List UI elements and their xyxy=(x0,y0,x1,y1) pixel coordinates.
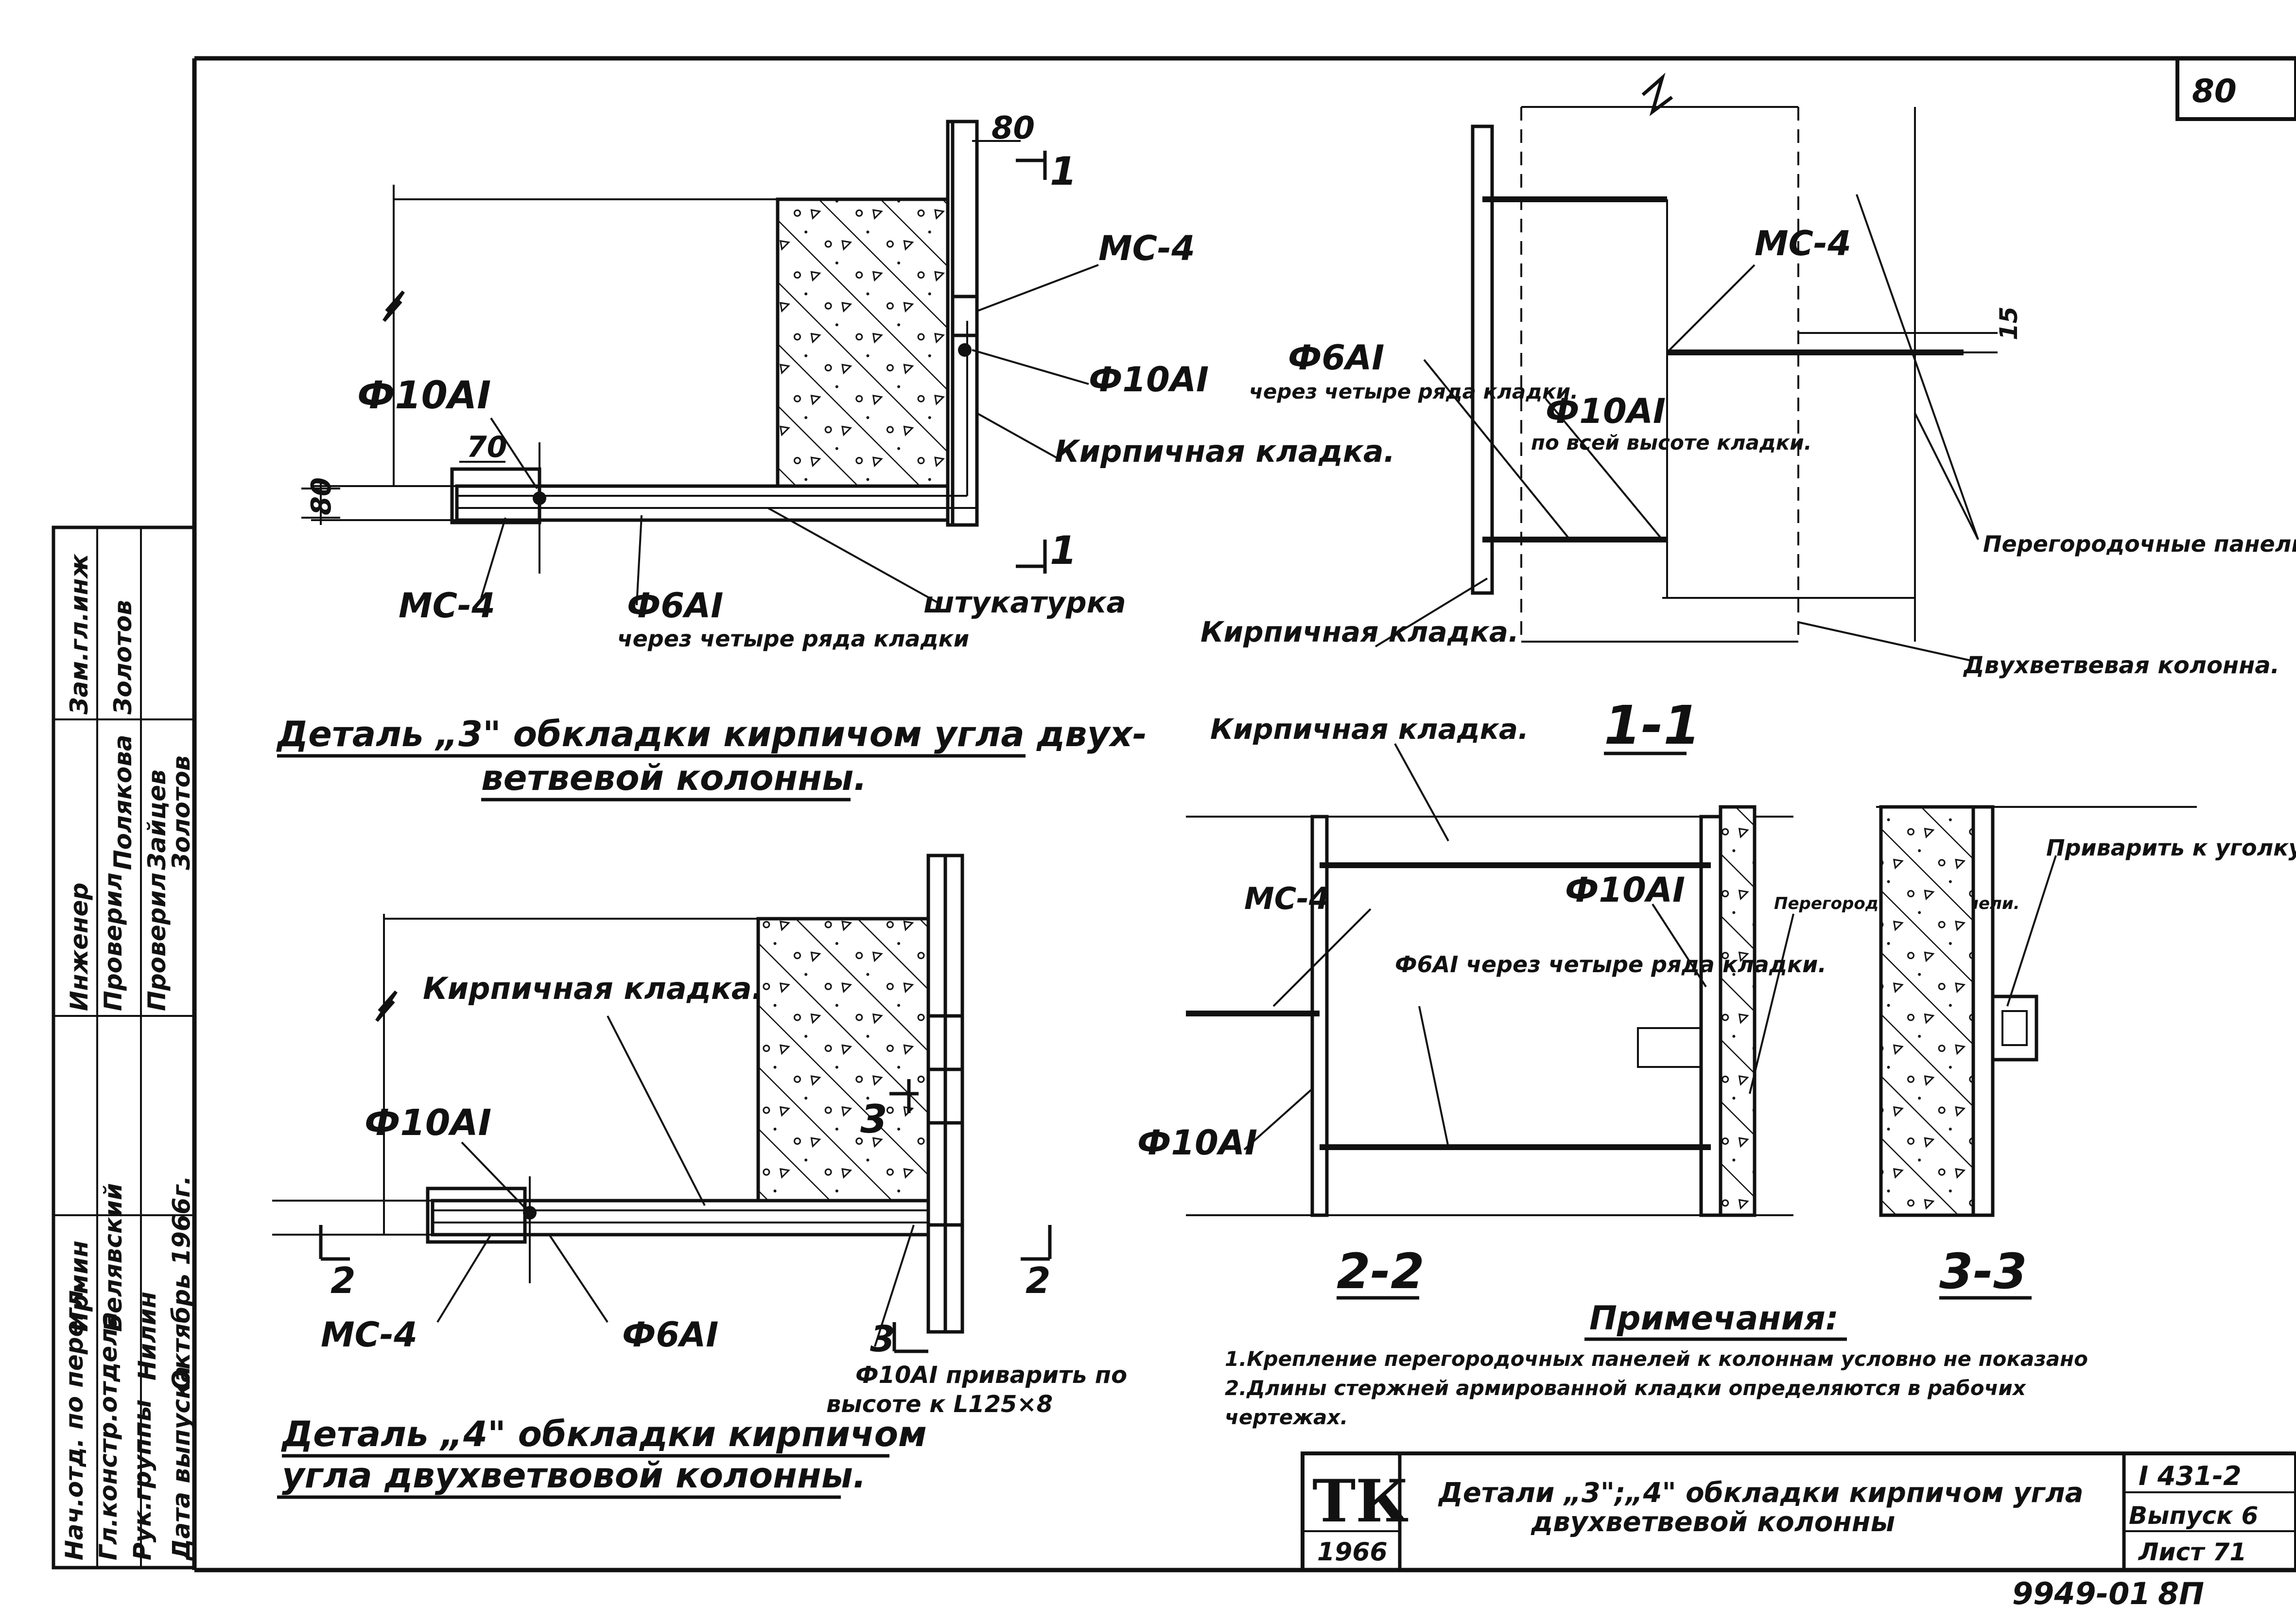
s22-label-d10-right: Ф10АI xyxy=(1565,870,1685,910)
d4-label-weld-note-1: Ф10АI приварить по xyxy=(855,1362,1127,1389)
section-1-1-drawing xyxy=(1374,72,1998,662)
s22-label-d6: Ф6АI через четыре ряда кладки. xyxy=(1395,951,1826,978)
sheet-frame xyxy=(192,56,2296,1572)
sig-name-6: Нилин xyxy=(133,1292,161,1380)
signature-roles: Зам.гл.инж Золотов Инженер Полякова Пров… xyxy=(60,554,195,1561)
sig-role-6: Рук.группы xyxy=(128,1399,157,1560)
d3-label-80-top: 80 xyxy=(991,110,1035,146)
sig-name-0: Золотов xyxy=(109,600,137,715)
d4-label-mc4: МС-4 xyxy=(321,1315,417,1355)
stamp-title-line1: Детали „3";„4" обкладки кирпичом угла xyxy=(1438,1477,2084,1509)
notes-item-2: 2.Длины стержней армированной кладки опр… xyxy=(1225,1376,2027,1400)
sig-name-3: Золотов xyxy=(167,755,195,871)
d4-label-sec2-left: 2 xyxy=(330,1260,356,1302)
d4-label-d6: Ф6АI xyxy=(622,1315,718,1355)
sig-name-1: Полякова xyxy=(109,734,137,870)
d3-label-d10-right: Ф10АI xyxy=(1089,360,1209,400)
d3-title-line1: Деталь „3" обкладки кирпичом угла двух- xyxy=(276,714,1147,754)
detail-4-drawing xyxy=(272,854,1052,1353)
sig-role-0: Зам.гл.инж xyxy=(65,554,93,715)
section-3-3-drawing xyxy=(1876,805,2197,1217)
s22-label-d10-left: Ф10АI xyxy=(1137,1123,1257,1163)
sheet-number-top: 80 xyxy=(2192,72,2237,110)
d3-title-line2: ветвевой колонны. xyxy=(481,757,867,798)
stamp-sheet: Лист 71 xyxy=(2138,1538,2246,1566)
d3-label-d6-note: через четыре ряда кладки xyxy=(617,626,969,652)
section-2-2-drawing xyxy=(1186,743,1794,1217)
detail-3-drawing xyxy=(301,120,1099,606)
notes-heading: Примечания: xyxy=(1589,1299,1839,1338)
sig-role-4: Нач.отд. по перегл. xyxy=(60,1281,88,1560)
d3-label-70: 70 xyxy=(467,430,507,464)
sig-role-5: Гл.констр.отдела xyxy=(94,1311,122,1560)
sig-name-7: Октябрь 1966г. xyxy=(167,1175,195,1390)
stamp-logo: ТК xyxy=(1312,1467,1409,1536)
s11-label-15: 15 xyxy=(1995,306,2023,340)
d4-label-sec3-bottom: 3 xyxy=(870,1318,895,1360)
sig-name-4: Ирмин xyxy=(65,1240,93,1332)
s11-label-d6: Ф6АI xyxy=(1288,338,1384,378)
d3-label-d6: Ф6АI xyxy=(627,586,723,626)
d4-label-d10: Ф10АI xyxy=(365,1102,491,1144)
s22-label-mc4: МС-4 xyxy=(1244,881,1330,916)
s11-label-brick: Кирпичная кладка. xyxy=(1200,615,1519,648)
notes-item-3: чертежах. xyxy=(1225,1405,1348,1429)
d4-label-brick: Кирпичная кладка. xyxy=(423,971,763,1006)
d4-title-line1: Деталь „4" обкладки кирпичом xyxy=(281,1414,927,1454)
s11-label-d10: Ф10АI xyxy=(1546,391,1666,431)
d3-label-plaster: штукатурка xyxy=(923,586,1126,620)
d3-label-80-left: 80 xyxy=(306,477,337,515)
sig-name-5: Белявский xyxy=(99,1183,127,1332)
d3-label-sec1-top: 1 xyxy=(1050,149,1077,194)
s11-label-mc4: МС-4 xyxy=(1755,224,1851,263)
s22-title: 2-2 xyxy=(1337,1243,1425,1300)
s22-label-brick: Кирпичная кладка. xyxy=(1210,713,1529,746)
s11-label-d10-note: по всей высоте кладки. xyxy=(1531,431,1812,454)
s11-title: 1-1 xyxy=(1604,694,1701,756)
d4-label-weld-note-2: высоте к L125×8 xyxy=(826,1391,1053,1418)
stamp-title-line2: двухветвевой колонны xyxy=(1531,1506,1895,1538)
d4-label-sec3: 3 xyxy=(860,1097,887,1142)
sig-role-2: Проверил xyxy=(99,873,127,1011)
d4-label-sec2-right: 2 xyxy=(1026,1260,1051,1302)
d4-title-line2: угла двухветвовой колонны. xyxy=(282,1455,866,1496)
stamp-year: 1966 xyxy=(1317,1537,1388,1567)
s33-title: 3-3 xyxy=(1939,1243,2027,1300)
d3-label-brick: Кирпичная кладка. xyxy=(1055,434,1395,469)
d3-label-mc4-top: МС-4 xyxy=(1098,228,1195,268)
d3-label-sec1-bottom: 1 xyxy=(1050,528,1077,573)
d3-label-d10-left: Ф10АI xyxy=(357,374,491,418)
title-stamp xyxy=(1301,1451,2296,1572)
d3-label-mc4-bottom: МС-4 xyxy=(399,586,495,626)
sig-name-2: Зайцев xyxy=(143,769,171,871)
notes-item-1: 1.Крепление перегородочных панелей к кол… xyxy=(1225,1347,2088,1371)
s33-label-weld: Приварить к уголку швом h=6мм. xyxy=(2046,835,2296,861)
signature-block xyxy=(52,525,196,1570)
sig-role-7: Дата выпуска xyxy=(167,1366,195,1561)
s11-label-column: Двухветвевая колонна. xyxy=(1963,652,2279,679)
archive-number: 9949-01 xyxy=(2012,1576,2151,1607)
sheet-number-bottom: 8П xyxy=(2158,1576,2204,1607)
stamp-series: I 431-2 xyxy=(2139,1461,2242,1491)
sig-role-3: Проверил xyxy=(143,873,171,1011)
stamp-issue: Выпуск 6 xyxy=(2129,1502,2258,1530)
s11-label-d6-note: через четыре ряда кладки. xyxy=(1249,380,1578,403)
sig-role-1: Инженер xyxy=(65,883,93,1011)
s11-label-panels: Перегородочные панели. xyxy=(1983,531,2296,557)
